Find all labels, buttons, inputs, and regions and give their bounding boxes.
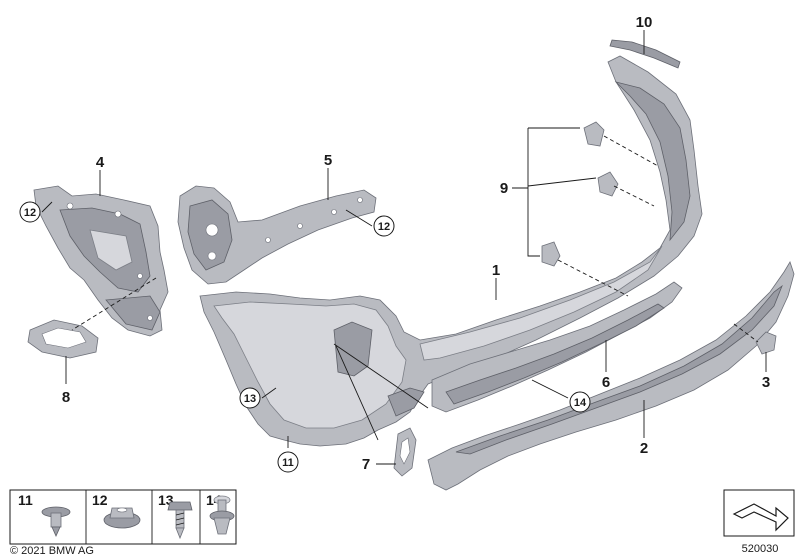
legend-item-14: 14 (206, 492, 235, 535)
circled-12-left: 12 (24, 207, 36, 219)
circled-12-mid: 12 (378, 221, 390, 233)
circled-labels: 12 12 13 11 14 (19, 201, 591, 473)
part-6-grille-insert (431, 281, 683, 413)
leader-lines (41, 30, 767, 465)
callout-3: 3 (762, 374, 770, 391)
callout-10: 10 (636, 14, 653, 31)
diagram-id: 520030 (742, 543, 779, 555)
callout-7: 7 (362, 456, 370, 473)
part-10-trim-strip (609, 39, 681, 69)
circled-11: 11 (282, 457, 294, 469)
part-5-mid-bracket (177, 185, 377, 285)
legend-item-13: 13 (158, 492, 193, 540)
callout-labels: 10 4 5 9 1 6 3 2 7 8 (62, 14, 770, 473)
callout-8: 8 (62, 389, 70, 406)
part-9-mounting-clips (541, 121, 619, 267)
copyright-text: © 2021 BMW AG (10, 545, 94, 557)
part-3-tow-hook-cover (755, 331, 777, 355)
orientation-arrow-icon (723, 489, 795, 537)
callout-1: 1 (492, 262, 500, 279)
legend-item-11: 11 (18, 492, 71, 537)
push-clip-icon (209, 495, 235, 535)
part-8-reflector-frame (27, 319, 99, 359)
flange-nut-icon (103, 507, 141, 529)
callout-6: 6 (602, 374, 610, 391)
callout-9: 9 (500, 180, 508, 197)
part-1-bumper-cover (199, 55, 703, 447)
expanding-rivet-icon (41, 506, 71, 537)
legend-num-12: 12 (92, 492, 108, 508)
circled-14: 14 (574, 397, 587, 409)
part-4-left-bracket (33, 185, 169, 337)
legend-item-12: 12 (92, 492, 141, 529)
screw-icon (167, 501, 193, 540)
callout-4: 4 (96, 154, 105, 171)
circled-13: 13 (244, 393, 256, 405)
callout-5: 5 (324, 152, 332, 169)
callout-2: 2 (640, 440, 648, 457)
part-7-vent-trim (393, 427, 417, 477)
legend-num-11: 11 (18, 492, 33, 508)
